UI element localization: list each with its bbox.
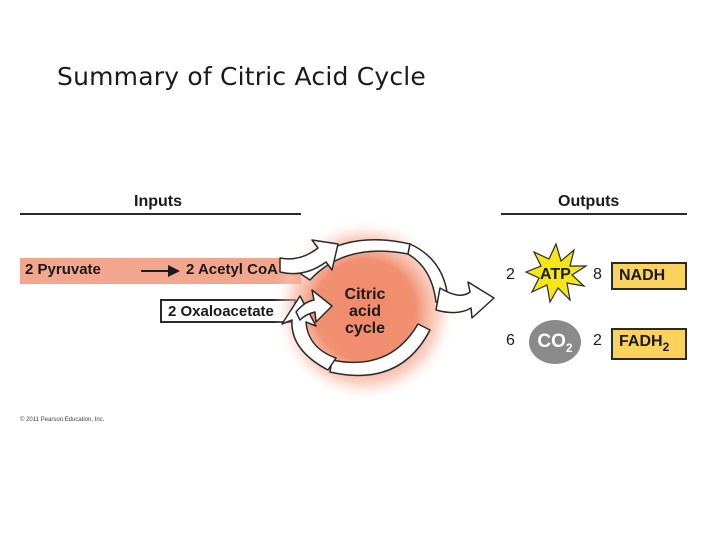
- pyruvate-label: 2 Pyruvate: [25, 261, 101, 278]
- fadh2-subscript: 2: [662, 340, 670, 354]
- cycle-label: Citric acid cycle: [330, 286, 400, 337]
- inputs-heading: Inputs: [134, 193, 182, 210]
- acetyl-coa-label: 2 Acetyl CoA: [186, 261, 278, 278]
- co2-badge: CO2: [529, 320, 581, 364]
- atp-burst-icon: [524, 242, 589, 304]
- pyruvate-input-band: 2 Pyruvate 2 Acetyl CoA: [20, 258, 301, 284]
- cycle-label-line-2: acid: [348, 303, 381, 320]
- cycle-arrow-left: [281, 295, 337, 371]
- nadh-box: NADH: [611, 262, 687, 290]
- output-arrow: [435, 281, 495, 319]
- inputs-rule: [20, 213, 301, 215]
- input-arrow-left: [295, 289, 333, 323]
- atp-count: 2: [506, 266, 515, 283]
- co2-count: 6: [506, 332, 515, 349]
- outputs-heading: Outputs: [558, 193, 620, 210]
- slide-title: Summary of Citric Acid Cycle: [57, 62, 427, 91]
- citric-acid-cycle-graphic: [273, 218, 495, 402]
- cycle-label-line-3: cycle: [344, 320, 386, 337]
- cycle-label-line-1: Citric: [344, 286, 386, 303]
- conversion-arrow-head: [168, 265, 180, 277]
- co2-label: CO: [537, 331, 566, 352]
- conversion-arrow-line: [141, 270, 171, 272]
- outputs-rule: [501, 213, 687, 215]
- fadh2-box: FADH2: [611, 328, 687, 360]
- copyright-notice: © 2011 Pearson Education, Inc.: [20, 417, 105, 423]
- input-arrow-top: [279, 239, 339, 275]
- nadh-count: 8: [593, 266, 602, 283]
- fadh2-count: 2: [593, 332, 602, 349]
- co2-subscript: 2: [565, 341, 573, 355]
- fadh2-label: FADH: [619, 333, 663, 350]
- atp-label: ATP: [540, 266, 571, 283]
